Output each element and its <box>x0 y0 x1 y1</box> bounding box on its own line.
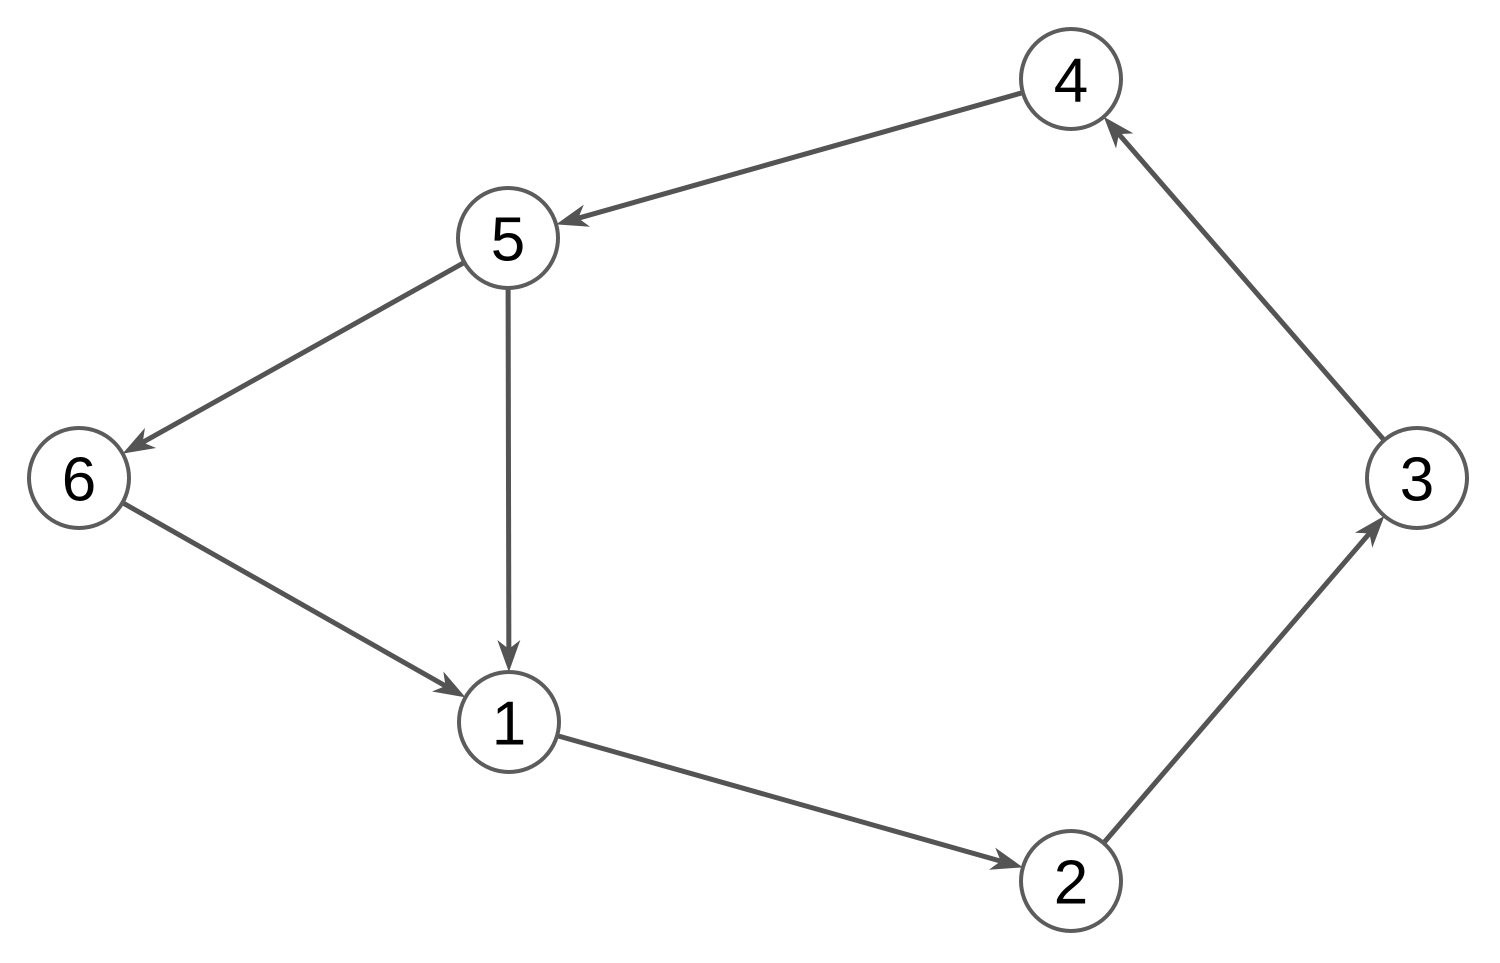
node-4[interactable]: 4 <box>1019 27 1123 131</box>
edge-3-to-4 <box>1116 132 1387 442</box>
node-circle-4[interactable] <box>1019 27 1123 131</box>
node-1[interactable]: 1 <box>457 670 561 774</box>
arrowhead-5-to-1 <box>497 639 521 673</box>
arrowhead-4-to-5 <box>556 204 591 227</box>
edge-6-to-1 <box>121 500 447 689</box>
node-label-5: 5 <box>491 205 525 274</box>
node-circle-5[interactable] <box>456 186 560 290</box>
node-circle-3[interactable] <box>1365 426 1469 530</box>
node-label-3: 3 <box>1400 445 1434 514</box>
node-2[interactable]: 2 <box>1019 829 1123 933</box>
node-6[interactable]: 6 <box>27 426 131 530</box>
edge-5-to-6 <box>141 260 466 445</box>
arrowhead-5-to-6 <box>122 427 157 454</box>
arrowhead-3-to-4 <box>1103 116 1134 149</box>
node-5[interactable]: 5 <box>456 186 560 290</box>
node-3[interactable]: 3 <box>1365 426 1469 530</box>
node-circle-2[interactable] <box>1019 829 1123 933</box>
arrowhead-6-to-1 <box>432 671 466 698</box>
node-label-2: 2 <box>1054 848 1088 917</box>
node-circle-6[interactable] <box>27 426 131 530</box>
node-circle-1[interactable] <box>457 670 561 774</box>
node-label-1: 1 <box>492 689 526 758</box>
edge-5-to-1 <box>505 287 512 650</box>
node-label-6: 6 <box>62 445 96 514</box>
arrowhead-1-to-2 <box>988 847 1023 870</box>
edge-4-to-5 <box>577 90 1024 221</box>
node-label-4: 4 <box>1054 46 1088 115</box>
edge-1-to-2 <box>556 733 1002 864</box>
edge-2-to-3 <box>1101 531 1372 845</box>
arrowhead-2-to-3 <box>1354 515 1385 548</box>
